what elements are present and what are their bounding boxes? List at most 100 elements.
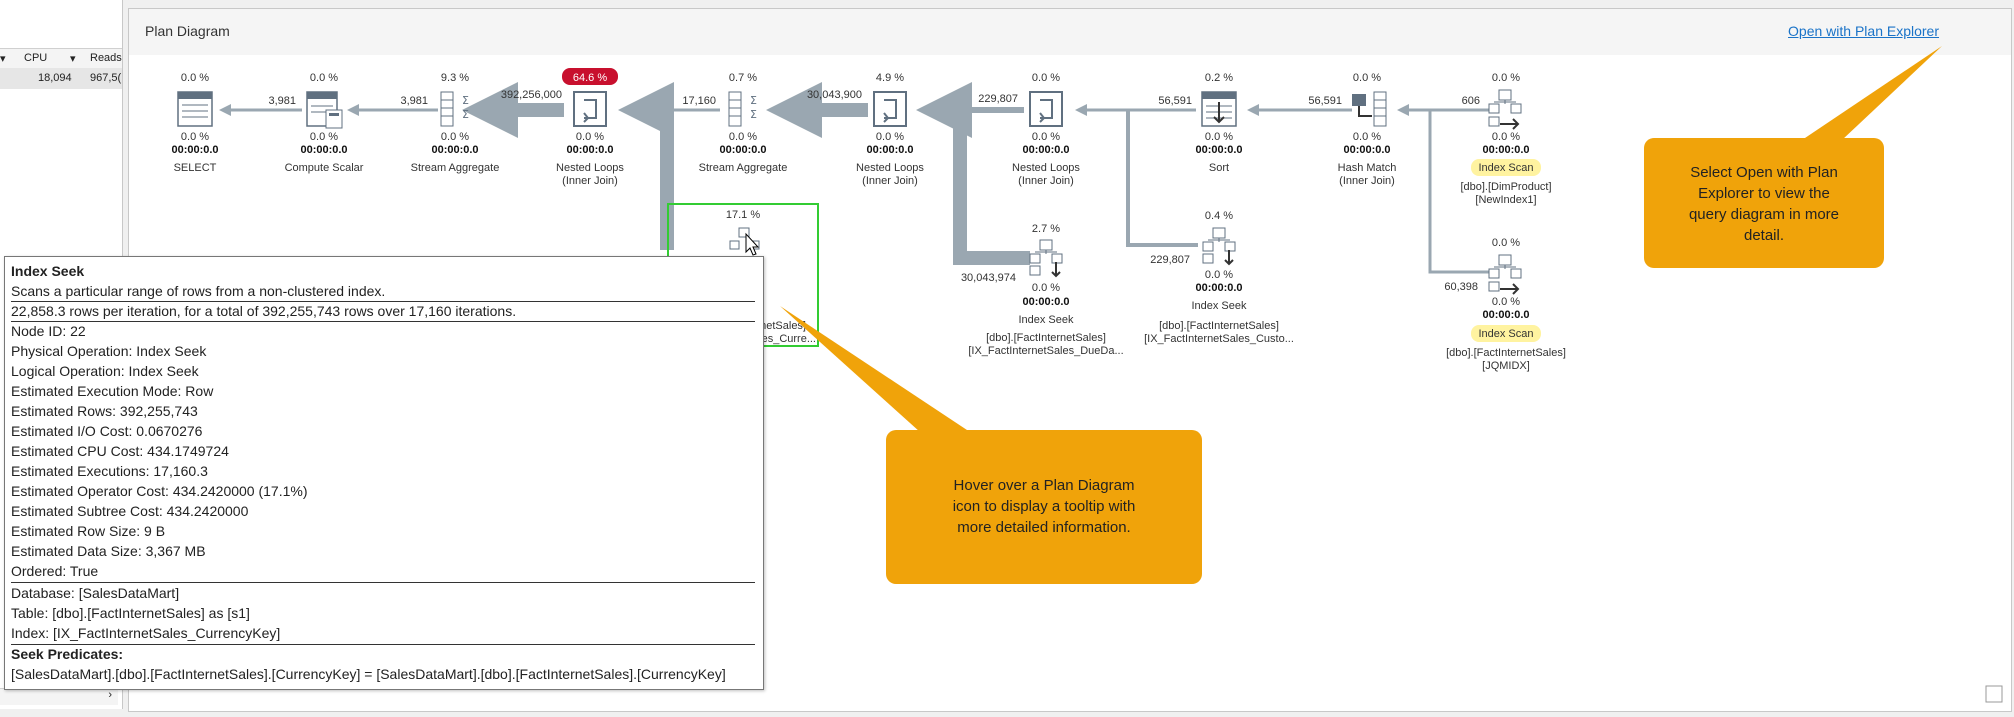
node-name: Compute Scalar [285, 162, 364, 174]
node-pct: 0.0 % [1032, 72, 1060, 84]
stream-aggregate-icon[interactable]: Σ Σ [440, 91, 469, 127]
node-name: Index Seek [1018, 314, 1074, 326]
callout-bottom-text: Hover over a Plan Diagram icon to displa… [886, 475, 1202, 538]
tooltip-divider [11, 321, 755, 322]
index-scan-icon[interactable] [1488, 89, 1522, 130]
arrow-e11 [1126, 110, 1198, 247]
col-dropdown-icon[interactable]: ▾ [0, 53, 6, 65]
node-name: Sort [1209, 162, 1229, 174]
index-scan-icon[interactable] [1488, 254, 1522, 295]
callout-line: icon to display a tooltip with [952, 498, 1136, 515]
node-sub-pct: 0.0 % [576, 131, 604, 143]
node-pct: 2.7 % [1032, 223, 1060, 235]
node-sub-pct: 0.0 % [1205, 269, 1233, 281]
index-seek-icon[interactable] [1029, 239, 1063, 278]
node-pct: 0.0 % [1492, 237, 1520, 249]
select-icon[interactable] [177, 91, 213, 127]
tooltip-predicate-title: Seek Predicates: [11, 646, 124, 662]
cell-cpu: 18,094 [38, 72, 72, 84]
node-object: ernetSales] [750, 320, 806, 332]
node-pct: 0.0 % [1353, 72, 1381, 84]
tooltip-database: Database: [SalesDataMart] [11, 585, 180, 601]
callout-line: detail. [1743, 227, 1785, 244]
node-sub-pct: 0.0 % [729, 131, 757, 143]
node-object: [dbo].[FactInternetSales] [1159, 320, 1279, 332]
index-scan-badge [1471, 159, 1541, 176]
node-sub-pct: 0.0 % [1205, 131, 1233, 143]
compute-scalar-icon[interactable] [306, 91, 343, 129]
edge-label-e9: 606 [1462, 95, 1480, 107]
nested-loops-icon[interactable] [573, 91, 607, 127]
edge-label-e7: 56,591 [1158, 95, 1192, 107]
node-pct: 4.9 % [876, 72, 904, 84]
node-sub-pct: 0.0 % [876, 131, 904, 143]
hash-match-icon[interactable] [1352, 91, 1387, 127]
nested-loops-icon[interactable] [1029, 91, 1063, 127]
panel-title: Plan Diagram [145, 23, 230, 39]
node-select[interactable]: 0.0 % 0.0 % 00:00:0.0 SELECT [171, 72, 218, 174]
resize-grip-icon[interactable] [1985, 685, 2003, 703]
stream-aggregate-icon[interactable]: Σ Σ [728, 91, 757, 127]
node-nested-loops-1[interactable]: 64.6 % 0.0 % 00:00:0.0 Nested Loops (Inn… [556, 68, 624, 187]
panel-header: Plan Diagram Open with Plan Explorer [129, 9, 2011, 55]
node-name: Hash Match [1338, 162, 1397, 174]
table-row[interactable]: 18,094 967,5( [0, 68, 122, 89]
node-index: [IX_FactInternetSales_DueDa... [968, 345, 1123, 357]
node-time: 00:00:0.0 [300, 144, 347, 156]
scroll-right-icon[interactable]: › [108, 689, 112, 701]
node-nested-loops-2[interactable]: 4.9 % 0.0 % 00:00:0.0 Nested Loops (Inne… [856, 72, 924, 187]
arrow-selected-seek [618, 82, 674, 250]
tooltip-prop: Estimated Operator Cost: 434.2420000 (17… [11, 483, 308, 499]
node-index: [NewIndex1] [1475, 194, 1536, 206]
edge-label-e8: 56,591 [1308, 95, 1342, 107]
node-sub-pct: 0.0 % [1492, 296, 1520, 308]
callout-right-text: Select Open with Plan Explorer to view t… [1644, 162, 1884, 246]
node-pct: 0.2 % [1205, 72, 1233, 84]
svg-text:Σ: Σ [750, 108, 757, 121]
node-stream-aggregate-1[interactable]: 9.3 % Σ Σ 0.0 % 00:00:0.0 Stream Aggrega… [411, 72, 500, 174]
sort-icon[interactable] [1201, 91, 1237, 127]
node-object: [dbo].[FactInternetSales] [986, 332, 1106, 344]
node-sub-pct: 0.0 % [310, 131, 338, 143]
node-index-scan-1[interactable]: 0.0 % 0.0 % 00:00:0.0 Index Scan [dbo].[… [1460, 72, 1551, 206]
nested-loops-icon[interactable] [873, 91, 907, 127]
open-with-plan-explorer-link[interactable]: Open with Plan Explorer [1788, 23, 1939, 39]
col-header-reads[interactable]: Reads [90, 52, 122, 64]
col-header-cpu[interactable]: CPU [24, 52, 48, 64]
arrow-e12 [1428, 110, 1494, 274]
node-compute-scalar[interactable]: 0.0 % 0.0 % 00:00:0.0 Compute Scalar [285, 72, 364, 174]
node-nested-loops-3[interactable]: 0.0 % 0.0 % 00:00:0.0 Nested Loops (Inne… [1012, 72, 1080, 187]
tooltip-prop: Physical Operation: Index Seek [11, 343, 207, 359]
node-stream-aggregate-2[interactable]: 0.7 % Σ Σ 0.0 % 00:00:0.0 Stream Aggrega… [699, 72, 788, 174]
sort-dropdown-icon[interactable]: ▾ [70, 53, 76, 65]
node-pct: 0.4 % [1205, 210, 1233, 222]
index-seek-icon[interactable] [1202, 227, 1236, 266]
arrow-e10 [916, 82, 1030, 265]
node-sort[interactable]: 0.2 % 0.0 % 00:00:0.0 Sort [1195, 72, 1242, 174]
node-index-seek-3[interactable]: 0.4 % 0.0 % 00:00:0.0 Index Seek [dbo].[… [1144, 210, 1294, 345]
callout-line: query diagram in more [1688, 206, 1840, 223]
node-index-scan-2[interactable]: 0.0 % 0.0 % 00:00:0.0 Index Scan [dbo].[… [1446, 237, 1566, 372]
tooltip-description: Scans a particular range of rows from a … [11, 283, 386, 299]
node-pct: 0.7 % [729, 72, 757, 84]
tooltip-divider [11, 582, 755, 583]
tooltip-prop: Estimated I/O Cost: 0.0670276 [11, 423, 203, 439]
node-time: 00:00:0.0 [719, 144, 766, 156]
node-hash-match[interactable]: 0.0 % 0.0 % 00:00:0.0 Hash Match (Inner … [1338, 72, 1397, 187]
svg-text:Σ: Σ [750, 94, 757, 107]
tooltip-prop: Estimated Row Size: 9 B [11, 523, 166, 539]
node-pct: 17.1 % [726, 209, 760, 221]
node-time: 00:00:0.0 [1195, 144, 1242, 156]
plan-arrows [219, 82, 1494, 274]
node-sub-pct: 0.0 % [1353, 131, 1381, 143]
tooltip-divider [11, 644, 755, 645]
callout-line: Hover over a Plan Diagram [953, 477, 1135, 494]
node-name: SELECT [174, 162, 217, 174]
node-subname: (Inner Join) [862, 175, 918, 187]
tooltip-prop: Estimated Data Size: 3,367 MB [11, 543, 206, 559]
node-time: 00:00:0.0 [1343, 144, 1390, 156]
node-pct: 0.0 % [310, 72, 338, 84]
node-index-seek-2[interactable]: 2.7 % 0.0 % 00:00:0.0 Index Seek [dbo].[… [968, 223, 1123, 357]
node-name: Stream Aggregate [699, 162, 788, 174]
node-pct: 0.0 % [1492, 72, 1520, 84]
